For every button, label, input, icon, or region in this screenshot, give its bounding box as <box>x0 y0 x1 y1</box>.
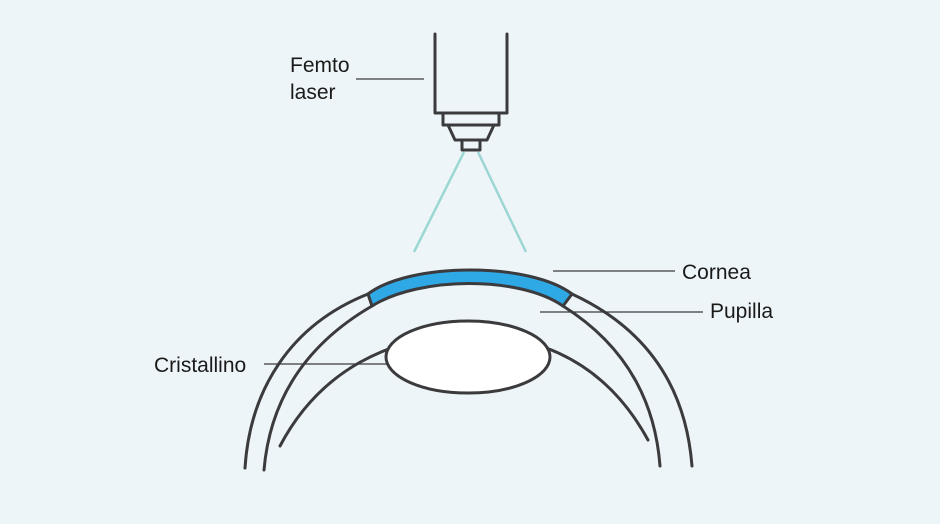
outer-eye-wall-right <box>570 292 694 468</box>
femto-laser-label-line2: laser <box>290 81 336 104</box>
cornea-layer <box>366 268 574 308</box>
laser-beam-right <box>476 151 528 253</box>
cristallino-label: Cristallino <box>154 354 246 377</box>
laser-beam-left <box>412 151 466 253</box>
pupilla-label: Pupilla <box>710 300 773 323</box>
inner-eye-wall <box>262 304 374 472</box>
outer-eye-wall <box>243 292 370 470</box>
femto-laser-label-line1: Femto <box>290 54 350 77</box>
inner-eye-wall-right <box>561 304 662 468</box>
cornea-label: Cornea <box>682 261 751 284</box>
crystalline-lens <box>384 319 552 395</box>
femto-laser-device <box>433 32 509 152</box>
